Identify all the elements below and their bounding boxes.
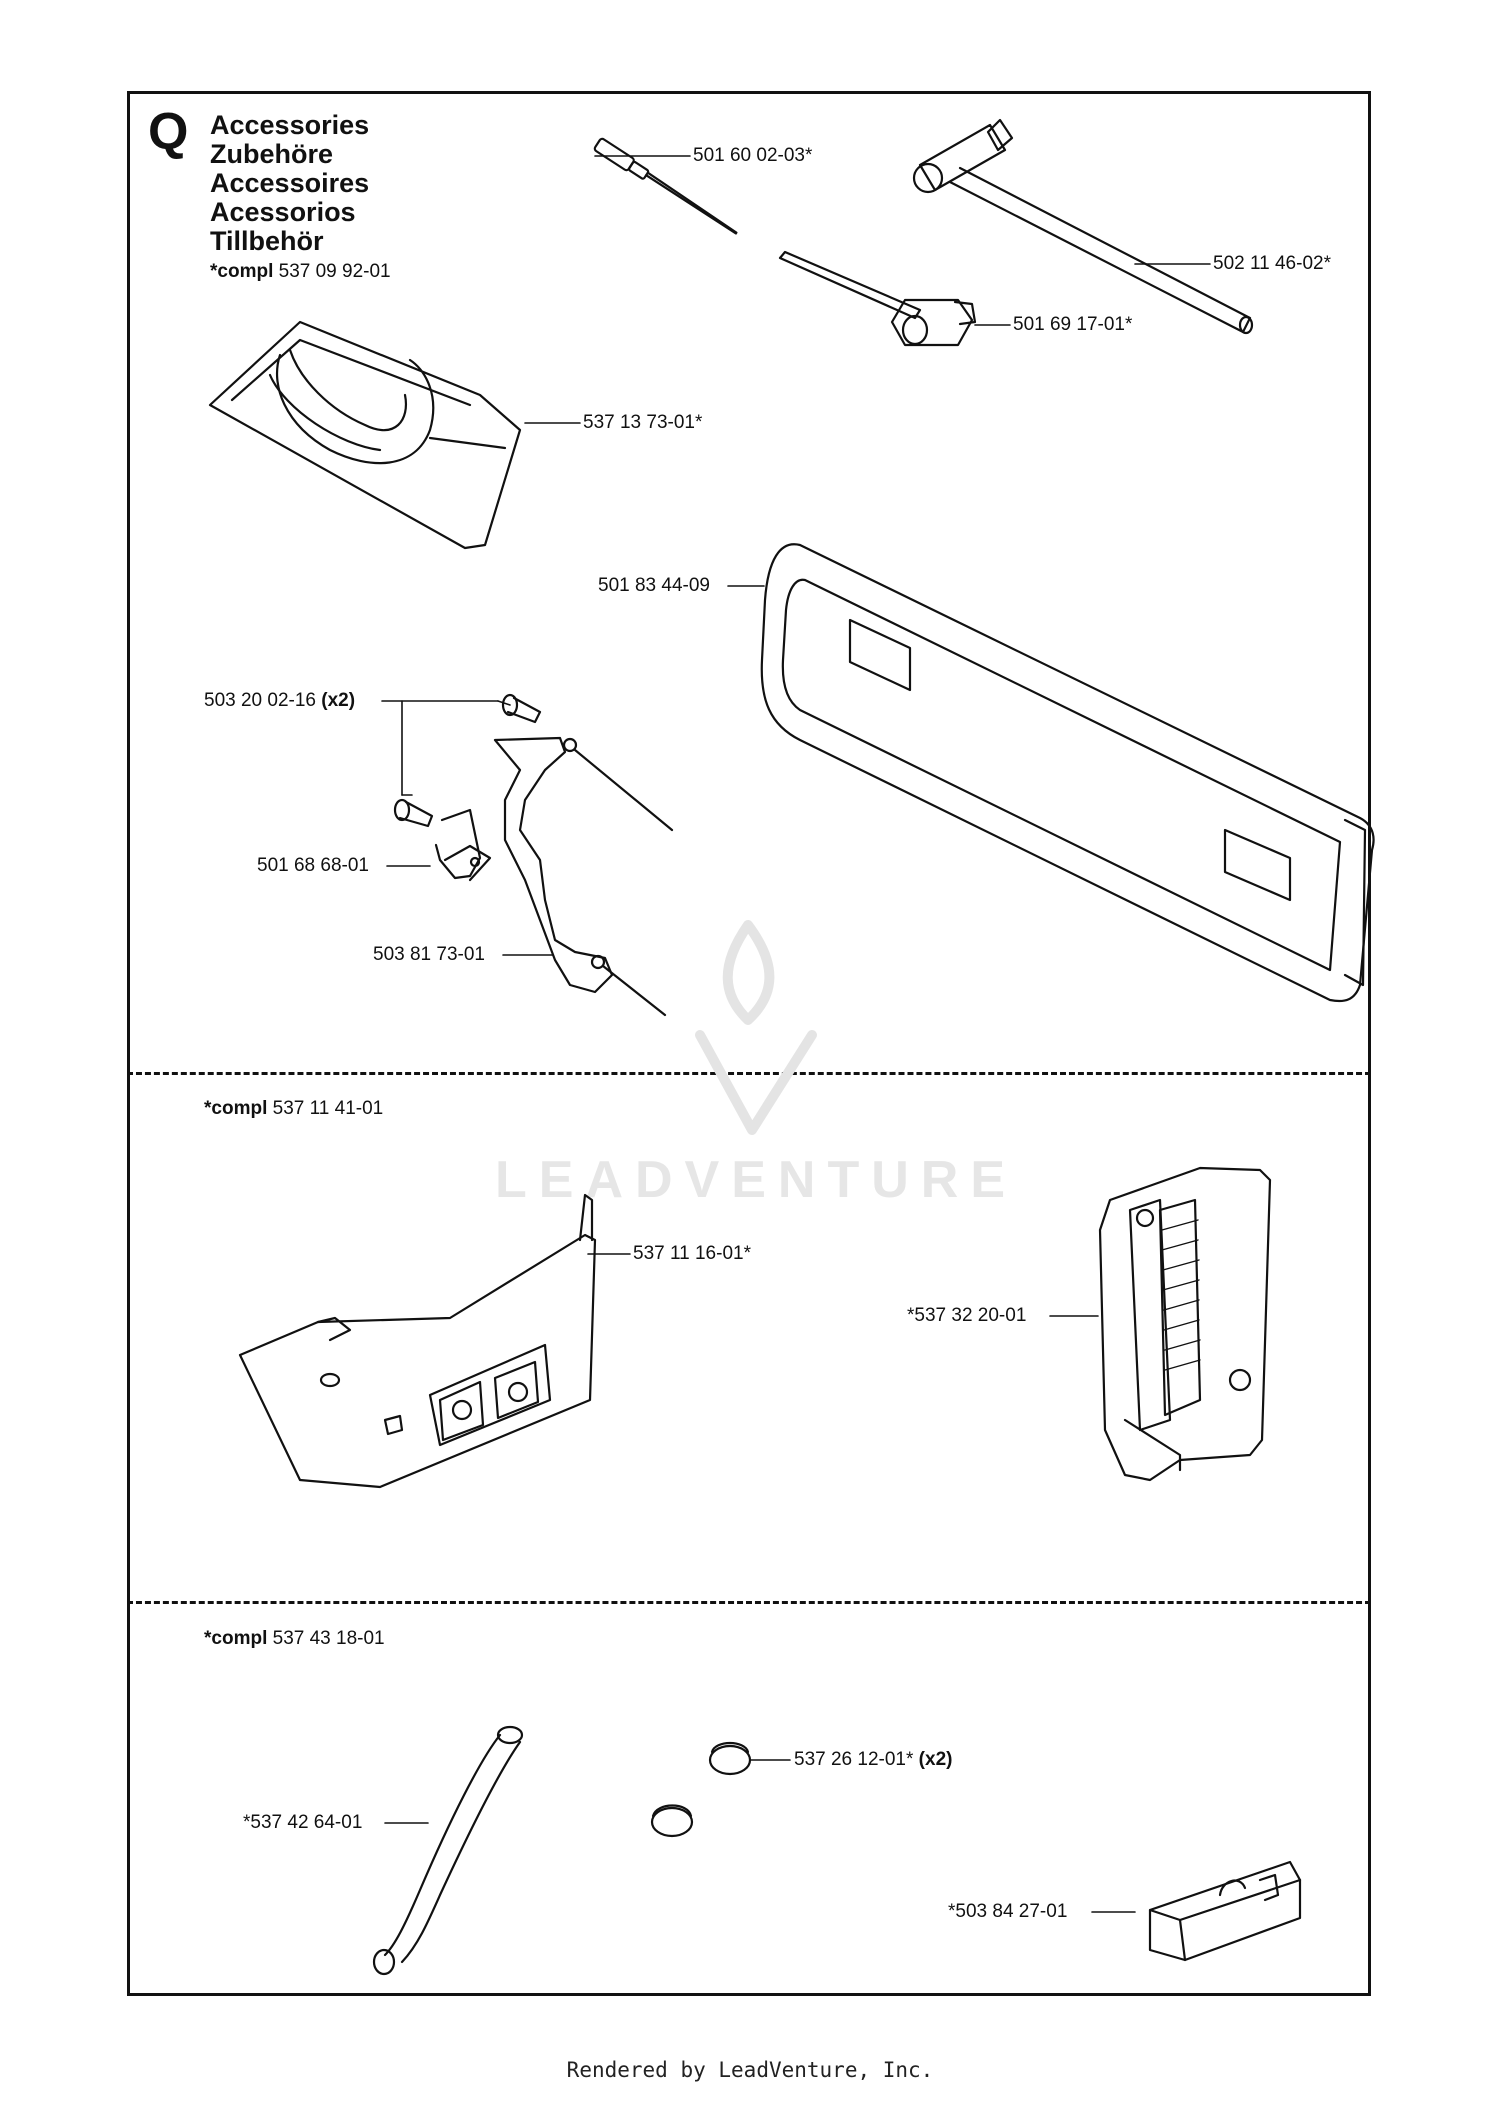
compl-kit-3: *compl 537 43 18-01 (204, 1628, 385, 1650)
part-label-537-42-64-01: *537 42 64-01 (243, 1812, 363, 1833)
section-divider-1 (127, 1072, 1371, 1075)
part-label-537-13-73-01: 537 13 73-01* (583, 412, 703, 433)
section-titles: Accessories Zubehöre Accessoires Acessor… (210, 111, 369, 256)
watermark-text: LEADVENTURE (495, 1151, 1018, 1209)
compl-number: 537 09 92-01 (278, 261, 391, 282)
screw-part-1 (501, 693, 542, 724)
compl-number: 537 43 18-01 (272, 1628, 385, 1649)
part-label-501-69-17-01: 501 69 17-01* (1013, 314, 1133, 335)
title-es: Acessorios (210, 197, 356, 227)
part-qty: (x2) (321, 690, 356, 711)
oil-hose-part (372, 1725, 524, 1976)
rubber-plug-part-1 (708, 1741, 752, 1776)
scrench-part (778, 250, 977, 347)
part-label-503-84-27-01: *503 84 27-01 (948, 1901, 1068, 1922)
plate-part (493, 736, 674, 1017)
part-label-537-32-20-01: *537 32 20-01 (907, 1305, 1027, 1326)
bracket-part (1148, 1860, 1302, 1962)
air-filter-cover-part (1098, 1166, 1272, 1482)
title-en: Accessories (210, 110, 370, 140)
chain-catcher-part (434, 808, 492, 882)
part-label-501-68-68-01: 501 68 68-01 (257, 855, 369, 876)
title-sv: Tillbehör (210, 226, 324, 256)
part-label-537-26-12-01: 537 26 12-01* (x2) (794, 1749, 952, 1771)
compl-label: *compl (204, 1098, 268, 1119)
compl-kit-2: *compl 537 11 41-01 (204, 1098, 383, 1120)
part-label-503-81-73-01: 503 81 73-01 (373, 944, 485, 965)
clutch-cover-part (238, 1193, 597, 1489)
compl-kit-1: *compl 537 09 92-01 (210, 261, 391, 283)
part-qty: (x2) (918, 1749, 953, 1770)
part-label-503-20-02-16: 503 20 02-16 (x2) (204, 690, 355, 712)
section-divider-2 (127, 1601, 1371, 1604)
bar-guard-part (760, 543, 1375, 1003)
section-letter: Q (148, 103, 189, 161)
leader-lines (381, 155, 1211, 1913)
part-label-502-11-46-02: 502 11 46-02* (1213, 253, 1331, 274)
screwdriver-part (593, 137, 738, 235)
watermark-logo (695, 920, 817, 1135)
screw-part-2 (393, 798, 434, 828)
part-label-501-60-02-03: 501 60 02-03* (693, 145, 813, 166)
rubber-plug-part-2 (650, 1804, 694, 1838)
t-wrench-part (912, 118, 1254, 335)
footer-credit: Rendered by LeadVenture, Inc. (566, 2058, 934, 2082)
compl-number: 537 11 41-01 (272, 1098, 384, 1119)
tool-bag-part (208, 320, 522, 550)
title-fr: Accessoires (210, 168, 370, 198)
diagram-frame (127, 91, 1371, 1996)
part-label-537-11-16-01: 537 11 16-01* (633, 1243, 751, 1264)
compl-label: *compl (204, 1628, 268, 1649)
compl-label: *compl (210, 261, 274, 282)
part-label-501-83-44-09: 501 83 44-09 (598, 575, 710, 596)
title-de: Zubehöre (210, 139, 334, 169)
part-number: 503 20 02-16 (204, 690, 316, 711)
part-number: 537 26 12-01* (794, 1749, 914, 1770)
